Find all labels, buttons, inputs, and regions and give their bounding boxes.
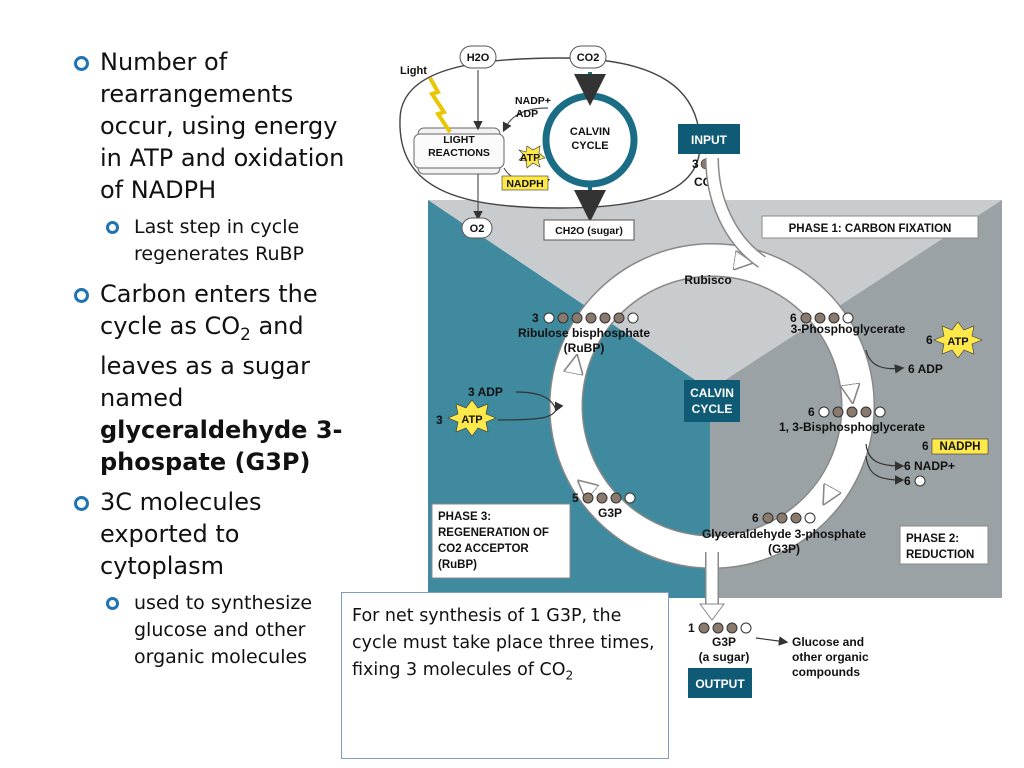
bpg-count: 6	[808, 405, 815, 419]
output-label: OUTPUT	[695, 677, 745, 691]
bpg-label: 1, 3-Bisphosphoglycerate	[779, 420, 925, 434]
rubp-label-1: Ribulose bisphosphate	[518, 326, 650, 340]
pga-label: 3-Phosphoglycerate	[791, 322, 906, 336]
center-calvin-label: CALVIN CYCLE	[684, 380, 740, 422]
phase1-text: PHASE 1: CARBON FIXATION	[789, 223, 952, 235]
nadp-plus-label: NADP+	[515, 95, 551, 107]
sub-bullet-item: Last step in cycle regenerates RuBP	[72, 214, 362, 268]
phase1-region	[428, 200, 1002, 390]
atp3-burst-icon	[447, 399, 497, 437]
sub-bullet-item: used to synthesize glucose and other org…	[72, 590, 362, 671]
bullet-item: 3C molecules exported to cytoplasm	[72, 486, 362, 582]
o2-label: O2	[470, 223, 485, 235]
subscript: 2	[240, 323, 251, 344]
phase3-text-4: (RuBP)	[438, 559, 477, 571]
adp-label: ADP	[516, 108, 538, 120]
pi6-label: 6	[904, 474, 911, 488]
g3p6-count: 6	[752, 511, 759, 525]
nadph-small-label: NADPH	[506, 178, 543, 190]
adp6-label: 6 ADP	[908, 362, 943, 376]
bullet-icon	[74, 56, 89, 71]
bpg-chain-icon	[818, 406, 886, 418]
ch2o-label: CH2O (sugar)	[555, 225, 623, 237]
phase3-label: PHASE 3: REGENERATION OF CO2 ACCEPTOR (R…	[431, 503, 571, 579]
sub-bullet-text: used to synthesize glucose and other org…	[134, 591, 313, 668]
nadph6-label: NADPH	[940, 441, 981, 453]
g3p6-chain-icon	[762, 512, 816, 524]
g3p6-label-2: (G3P)	[768, 542, 800, 556]
phase3-text-2: REGENERATION OF	[438, 527, 549, 539]
atp-burst-small	[517, 145, 546, 169]
bullet-text-part: and leaves as a sugar named	[100, 312, 310, 412]
out-count: 1	[688, 621, 695, 635]
note-subscript: 2	[565, 668, 574, 683]
note-text: For net synthesis of 1 G3P, the cycle mu…	[352, 606, 655, 680]
out-chain-icon	[698, 622, 752, 634]
g3p5-chain-icon	[582, 492, 636, 504]
chloroplast: LIGHT REACTIONS CALVIN CYCLE NADP+ ADP A…	[399, 45, 701, 241]
bullet-text: Number of rearrangements occur, using en…	[100, 48, 345, 204]
bullet-icon	[74, 288, 89, 303]
calvin-small-label-1: CALVIN	[570, 126, 610, 138]
bullet-text-part: Carbon enters the cycle as CO	[100, 280, 318, 340]
phase1-label: PHASE 1: CARBON FIXATION	[761, 215, 979, 239]
bullet-item: Carbon enters the cycle as CO2 and leave…	[72, 278, 362, 478]
light-label: Light	[400, 65, 427, 77]
g3p5-label: G3P	[598, 506, 622, 520]
rubisco-label: Rubisco	[684, 273, 731, 287]
sub-bullet-text: Last step in cycle regenerates RuBP	[134, 216, 304, 265]
atp6-burst-icon	[933, 321, 983, 359]
atp3-label: ATP	[461, 414, 482, 426]
glucose-label-1: Glucose and	[792, 635, 864, 649]
net-synthesis-note: For net synthesis of 1 G3P, the cycle mu…	[341, 592, 669, 759]
bullet-item: Number of rearrangements occur, using en…	[72, 46, 362, 206]
co2-top-label: CO2	[577, 52, 600, 64]
center-calvin-2: CYCLE	[692, 402, 733, 416]
center-calvin-1: CALVIN	[690, 386, 734, 400]
bullet-icon	[74, 495, 89, 511]
pga-count: 6	[790, 311, 797, 325]
atp3-count: 3	[436, 413, 443, 427]
phase2-text-1: PHASE 2:	[906, 533, 959, 545]
out-g3p-label: G3P	[712, 635, 736, 649]
cycle-ring	[549, 157, 875, 621]
rubp-count: 3	[532, 311, 539, 325]
light-reactions-label-1: LIGHT	[443, 134, 475, 146]
bullet-text: 3C molecules exported to cytoplasm	[100, 487, 262, 580]
bullet-list: Number of rearrangements occur, using en…	[72, 46, 362, 681]
phase2-text-2: REDUCTION	[906, 549, 974, 561]
atp6-label: ATP	[947, 336, 968, 348]
bullet-icon	[106, 596, 119, 610]
phase3-text-3: CO2 ACCEPTOR	[438, 543, 529, 555]
atp6-count: 6	[926, 333, 933, 347]
atp-small-label: ATP	[520, 152, 540, 164]
rubp-label-2: (RuBP)	[564, 341, 605, 355]
calvin-small-label-2: CYCLE	[571, 140, 608, 152]
out-sugar-label: (a sugar)	[699, 650, 750, 664]
nadp6-label: 6 NADP+	[904, 459, 955, 473]
glucose-label-2: other organic	[792, 650, 869, 664]
adp3-label: 3 ADP	[468, 385, 503, 399]
h2o-label: H2O	[467, 52, 490, 64]
g3p6-label-1: Glyceraldehyde 3-phosphate	[702, 527, 866, 541]
pga-chain-icon	[800, 312, 854, 324]
glucose-label-3: compounds	[792, 665, 860, 679]
phase2-label: PHASE 2: REDUCTION	[899, 525, 989, 565]
phosphate-icon	[914, 475, 926, 487]
rubp-chain-icon	[543, 312, 639, 324]
bullet-icon	[106, 221, 119, 234]
light-reactions-label-2: REACTIONS	[428, 147, 490, 159]
molecule-labels: Rubisco 3 Ribulose bisphosphate (RuBP) 6…	[436, 273, 989, 556]
output-section: 1 G3P (a sugar) Glucose and other organi…	[688, 621, 869, 698]
input-label: INPUT	[691, 133, 728, 147]
lightning-icon	[428, 77, 452, 134]
phase3-text-1: PHASE 3:	[438, 511, 491, 523]
g3p5-count: 5	[572, 491, 579, 505]
nadph6-count: 6	[922, 439, 929, 453]
bullet-text-bold: glyceraldehyde 3-phospate (G3P)	[100, 415, 343, 476]
input-count: 3	[692, 157, 699, 171]
